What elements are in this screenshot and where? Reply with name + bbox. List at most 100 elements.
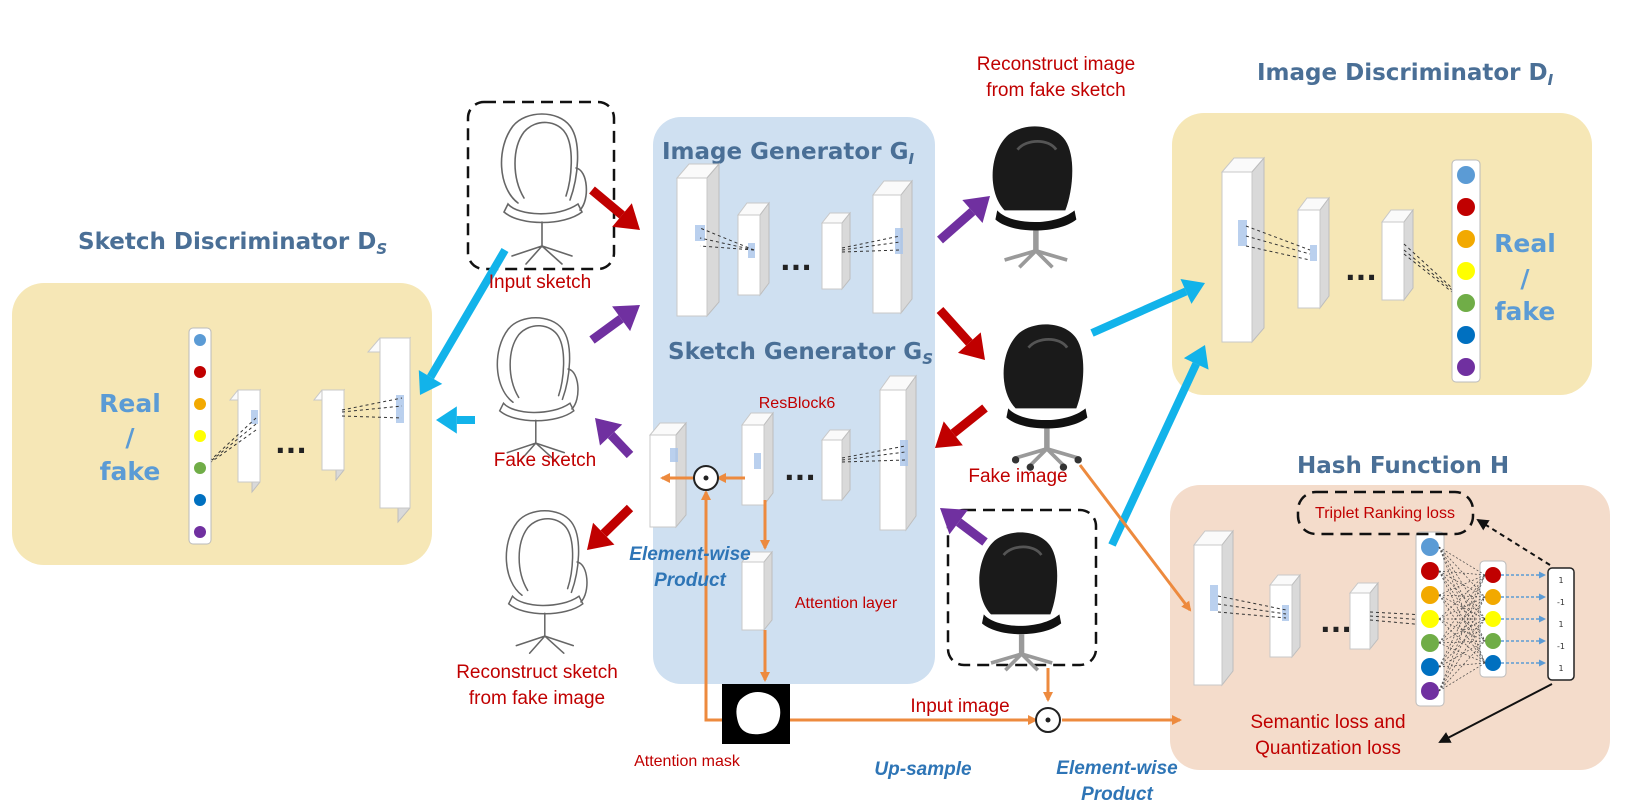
receptive-field-line	[841, 459, 906, 463]
ellipsis-hash: ...	[1320, 606, 1352, 639]
hash-link	[1438, 594, 1486, 620]
hash-link	[1438, 640, 1486, 692]
generator-to-reconstruct-image-arrow	[937, 196, 990, 244]
node	[1485, 655, 1501, 671]
hash-link	[1438, 574, 1486, 644]
receptive-field-line	[199, 417, 257, 471]
input-image-label: Input image	[910, 696, 1009, 717]
kernel-patch	[695, 225, 705, 241]
sketch-discriminator-title: Sketch Discriminator DS	[78, 229, 387, 258]
hash-link	[1438, 640, 1486, 668]
node	[1457, 166, 1475, 184]
fake-sketch-chair	[496, 317, 579, 461]
svg-text:1: 1	[1558, 576, 1563, 585]
receptive-field-line	[1217, 611, 1287, 619]
hash-code-vector: 1 -1 1 -1 1	[1547, 567, 1575, 681]
svg-text:Semantic loss and: Semantic loss and	[1250, 712, 1405, 733]
node	[1421, 538, 1439, 556]
hash-feature-nodes	[1415, 531, 1445, 707]
image-discriminator-title: Image Discriminator DI	[1257, 60, 1554, 89]
ellipsis-image-disc: ...	[1345, 254, 1377, 287]
svg-text:-1: -1	[1557, 598, 1565, 607]
receptive-field-line	[841, 451, 906, 461]
kernel-patch	[895, 228, 903, 254]
node	[194, 366, 206, 378]
receptive-field-line	[1245, 235, 1311, 255]
hash-link	[1438, 570, 1486, 664]
kernel-patch	[900, 440, 908, 466]
sketch-disc-layer-3	[366, 336, 412, 524]
receptive-field-line	[841, 241, 901, 251]
svg-text:Reconstruct sketch: Reconstruct sketch	[456, 662, 618, 683]
hash-link	[1438, 546, 1486, 642]
hash-link	[1438, 546, 1486, 576]
hash-link	[1438, 618, 1486, 664]
reconstruct-sketch-label: Reconstruct sketch from fake image	[456, 662, 618, 709]
node	[1485, 567, 1501, 583]
svg-text:-1: -1	[1557, 642, 1565, 651]
image-disc-nodes	[1451, 159, 1481, 383]
image-disc-layer-3	[1381, 208, 1414, 302]
input-sketch-to-discriminator-arrow	[418, 247, 509, 395]
hash-layer-3	[1348, 581, 1380, 651]
generator-to-fake-image-arrow	[936, 306, 985, 360]
node	[1457, 358, 1475, 376]
attention-flow-lines	[660, 464, 1192, 725]
sketch-disc-nodes	[188, 327, 212, 545]
kernel-patch	[748, 243, 755, 258]
generator-to-reconstruct-sketch-arrow	[587, 504, 634, 550]
generator-to-fake-sketch-arrow	[595, 418, 634, 459]
element-wise-product-label-1: Element-wise Product	[629, 544, 751, 591]
element-wise-product-node-1	[693, 465, 719, 491]
hash-link	[1438, 618, 1486, 642]
sketch-gen-layer-1	[648, 421, 688, 529]
node	[1457, 262, 1475, 280]
kernel-patch	[1282, 605, 1289, 621]
node	[1421, 562, 1439, 580]
attention-mask-label: Attention mask	[634, 753, 741, 770]
hash-link	[1438, 618, 1486, 668]
node	[194, 334, 206, 346]
input-sketch-chair	[500, 113, 588, 265]
svg-text:Reconstruct image: Reconstruct image	[977, 54, 1135, 75]
reconstruct-image-label: Reconstruct image from fake sketch	[977, 54, 1135, 101]
image-generator-title: Image Generator GI	[662, 139, 914, 168]
node	[1421, 658, 1439, 676]
input-sketch-frame	[466, 100, 616, 271]
up-sample-label: Up-sample	[874, 759, 972, 780]
image-disc-layer-2	[1297, 196, 1330, 310]
node	[1421, 682, 1439, 700]
hash-code-nodes	[1479, 560, 1507, 678]
hash-link	[1438, 570, 1486, 598]
attention-mask	[722, 684, 790, 744]
svg-text:1: 1	[1558, 664, 1563, 673]
real-fake-label-right: Real / fake	[1494, 229, 1556, 326]
semantic-loss-label: Semantic loss and Quantization loss	[1250, 712, 1405, 759]
ellipsis-sketch-disc: ...	[275, 427, 307, 460]
semantic-loss-arrow	[1438, 683, 1553, 743]
svg-text:Real: Real	[99, 389, 161, 418]
receptive-field-line	[841, 249, 901, 253]
chair-sketches	[496, 113, 588, 654]
svg-text:Element-wise: Element-wise	[1056, 758, 1178, 779]
kernel-patch	[1210, 585, 1218, 611]
kernel-patch	[1310, 245, 1317, 261]
hash-link	[1438, 618, 1486, 644]
hash-link	[1438, 574, 1486, 596]
svg-text:Product: Product	[654, 570, 726, 591]
hash-link	[1438, 594, 1486, 664]
reconstruct-image-chair	[992, 126, 1077, 269]
svg-text:Element-wise: Element-wise	[629, 544, 751, 565]
fake-image-to-discriminator-arrow	[1090, 278, 1205, 337]
hash-layer-2	[1268, 573, 1302, 659]
image-gen-layer-3	[820, 211, 852, 291]
hash-link	[1438, 596, 1486, 692]
receptive-field-line	[341, 405, 403, 413]
attention-layer-label: Attention layer	[795, 595, 898, 612]
hash-function-title: Hash Function H	[1297, 453, 1509, 479]
hash-connections	[1438, 546, 1546, 692]
node	[194, 398, 206, 410]
sketch-disc-layer-2	[312, 388, 346, 482]
receptive-field-line	[341, 397, 403, 411]
fake-image-chair	[1003, 324, 1088, 471]
